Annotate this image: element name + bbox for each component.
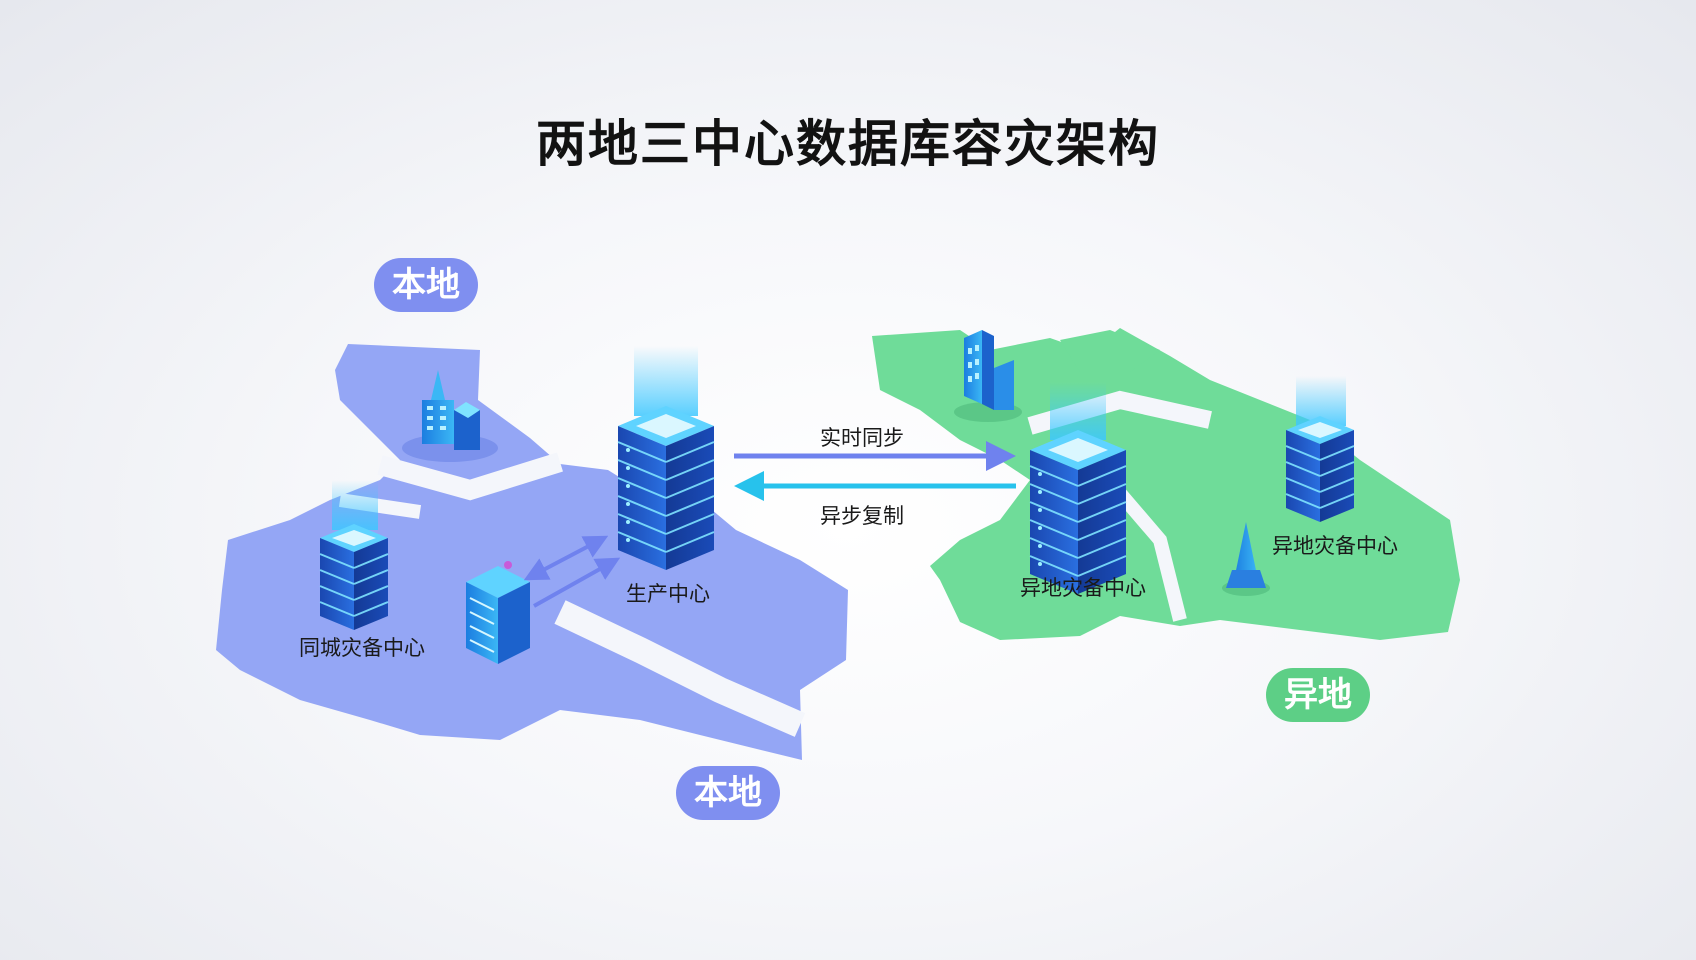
production-beam xyxy=(634,346,698,416)
remote-region-badge: 异地 xyxy=(1266,668,1370,722)
same-city-beam xyxy=(332,480,378,530)
remote-spire-icon xyxy=(1222,522,1270,596)
production-server-icon xyxy=(617,405,715,571)
same-city-backup-label: 同城灾备中心 xyxy=(299,636,425,660)
realtime-sync-label: 实时同步 xyxy=(820,426,904,450)
local-region-map xyxy=(216,344,848,760)
local-region-badge-bottom: 本地 xyxy=(676,766,780,820)
local-link-arrow-lower xyxy=(533,557,621,608)
page-title: 两地三中心数据库容灾架构 xyxy=(536,115,1160,173)
production-center-label: 生产中心 xyxy=(626,582,710,606)
remote-secondary-server-icon xyxy=(1285,415,1355,523)
remote-main-server-icon xyxy=(1029,429,1127,595)
office-building-icon xyxy=(466,561,530,664)
local-link-arrow-upper xyxy=(523,535,609,581)
city-towers-icon xyxy=(402,370,498,462)
remote-backup-main-label: 异地灾备中心 xyxy=(1020,576,1146,600)
async-replication-label: 异步复制 xyxy=(820,504,904,528)
remote-backup-secondary-label: 异地灾备中心 xyxy=(1272,534,1398,558)
local-region-badge-top: 本地 xyxy=(374,258,478,312)
remote-city-towers-icon xyxy=(954,330,1022,422)
same-city-server-icon xyxy=(319,523,389,631)
